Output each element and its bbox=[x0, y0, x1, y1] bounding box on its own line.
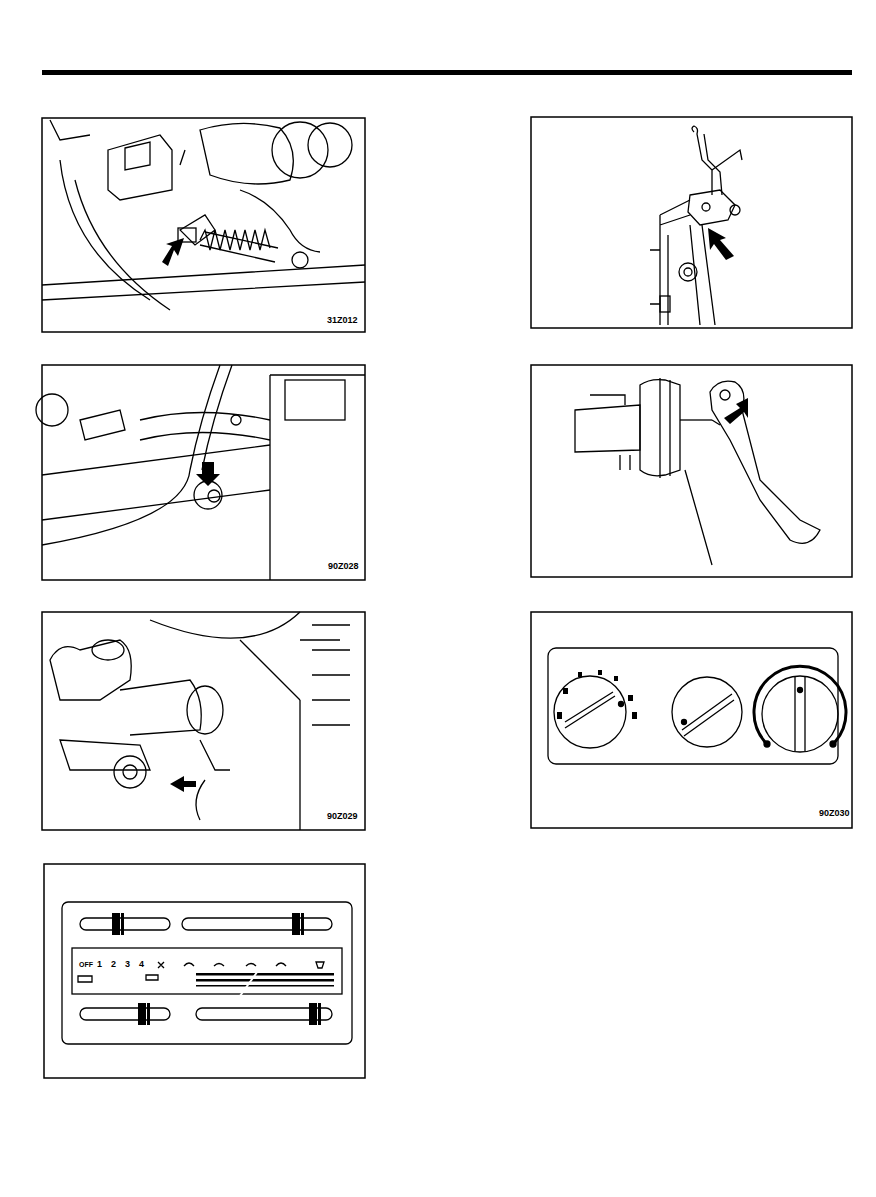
fan-speed-label: OFF bbox=[78, 961, 94, 968]
fan-speed-label: 4 bbox=[138, 960, 145, 969]
pointer-arrow bbox=[162, 238, 184, 266]
heater-valve-figure bbox=[42, 612, 365, 830]
pointer-arrow bbox=[724, 398, 748, 424]
figure-code: 90Z029 bbox=[326, 812, 359, 821]
brake-booster-figure bbox=[531, 365, 852, 577]
fan-speed-label: 1 bbox=[96, 960, 103, 969]
slider-control-figure bbox=[44, 864, 365, 1078]
fan-speed-label: 2 bbox=[110, 960, 117, 969]
figure-code: 31Z012 bbox=[326, 316, 359, 325]
body-grommet-figure bbox=[36, 365, 365, 580]
header-rule bbox=[42, 70, 852, 75]
rotary-control-figure bbox=[531, 612, 852, 828]
pointer-arrow bbox=[196, 462, 220, 486]
figure-code: 90Z030 bbox=[818, 809, 851, 818]
pointer-arrow bbox=[708, 228, 734, 260]
figure-code: 90Z028 bbox=[327, 562, 360, 571]
pedal-bracket-figure bbox=[531, 117, 852, 328]
fan-speed-label: 3 bbox=[124, 960, 131, 969]
engine-bay-figure bbox=[42, 118, 365, 332]
pointer-arrow bbox=[170, 776, 196, 792]
